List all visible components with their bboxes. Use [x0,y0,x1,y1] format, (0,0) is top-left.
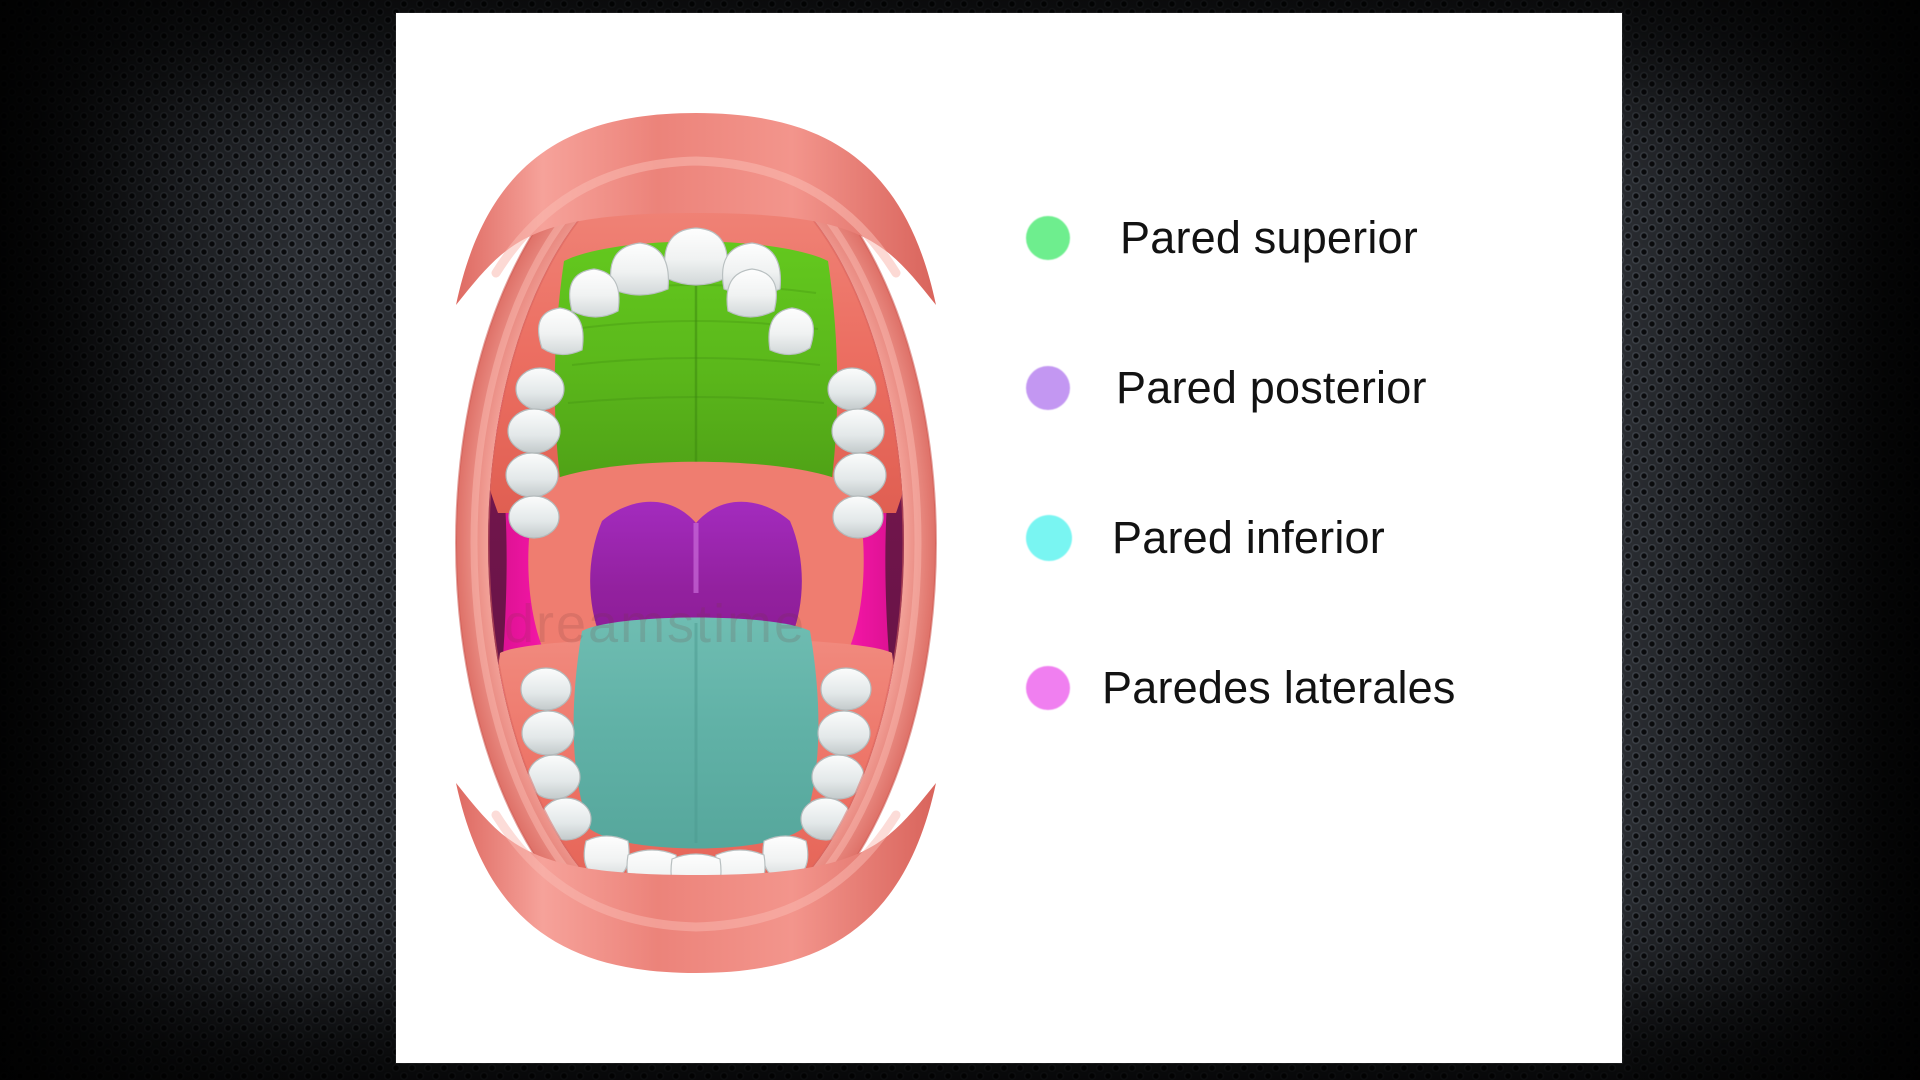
lower-lip [456,783,936,973]
upper-lip [456,113,936,305]
legend-label-pared-inferior: Pared inferior [1112,512,1385,563]
legend: Pared superior Pared posterior Pared inf… [1026,163,1586,763]
legend-item-pared-superior[interactable]: Pared superior [1026,163,1586,313]
legend-swatch-green-icon [1026,216,1070,260]
legend-item-pared-posterior[interactable]: Pared posterior [1026,313,1586,463]
legend-label-pared-posterior: Pared posterior [1116,362,1427,413]
legend-item-paredes-laterales[interactable]: Paredes laterales [1026,613,1586,763]
upper-teeth [505,227,887,539]
mouth-illustration: dreamstime [416,93,976,993]
legend-item-pared-inferior[interactable]: Pared inferior [1026,463,1586,613]
legend-swatch-cyan-icon [1026,515,1072,561]
legend-swatch-pink-icon [1026,666,1070,710]
slide-panel: dreamstime Pared superior Pared posterio… [396,13,1622,1063]
legend-swatch-purple-icon [1026,366,1070,410]
legend-label-paredes-laterales: Paredes laterales [1102,662,1456,713]
legend-label-pared-superior: Pared superior [1120,212,1418,263]
